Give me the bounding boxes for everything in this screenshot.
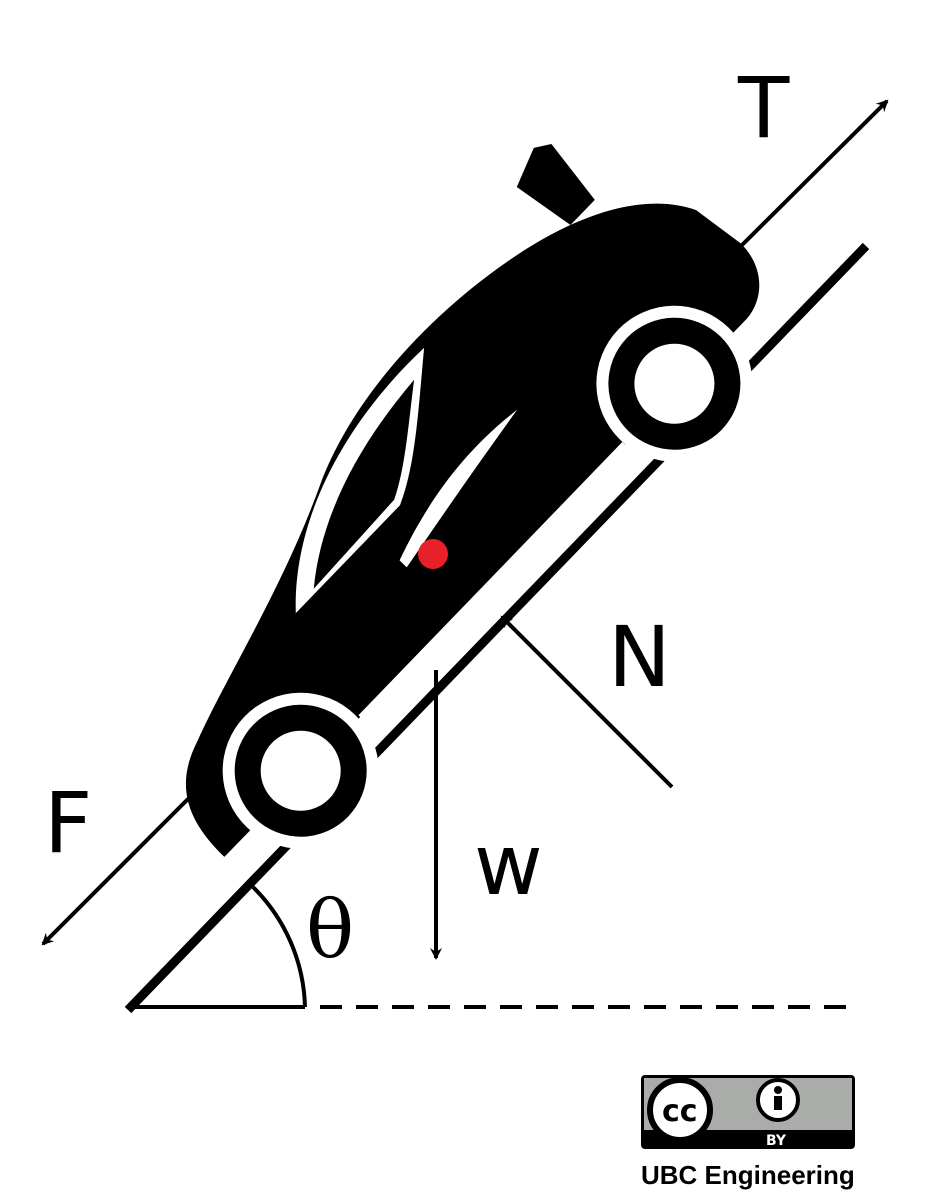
angle-label: θ — [306, 883, 354, 976]
tension-arrow — [730, 99, 889, 257]
car-side-stripe — [399, 409, 518, 568]
tension-label: T — [737, 59, 790, 157]
front-wheel-hub — [634, 343, 715, 424]
badge-by-text: BY — [766, 1133, 787, 1149]
car-window-inner — [313, 379, 415, 589]
car-spoiler — [516, 144, 595, 225]
rear-wheel-hub — [260, 730, 341, 811]
credit-text: UBC Engineering — [641, 1160, 855, 1190]
attribution-icon-head — [774, 1086, 782, 1094]
car-silhouette — [185, 144, 760, 857]
cc-text: cc — [662, 1094, 698, 1129]
car-body — [185, 203, 760, 857]
car-underbody-gap — [358, 441, 630, 723]
angle-arc — [251, 885, 307, 1008]
friction-arrow — [41, 795, 192, 946]
cc-by-badge: cc BY — [641, 1075, 855, 1149]
cc-icon — [647, 1077, 713, 1143]
friction-label: F — [44, 774, 92, 872]
center-of-mass-dot — [418, 539, 448, 569]
normal-label: N — [608, 608, 671, 706]
weight-label: w — [474, 816, 543, 914]
normal-arrow — [500, 615, 674, 789]
attribution-icon-body — [774, 1096, 782, 1110]
